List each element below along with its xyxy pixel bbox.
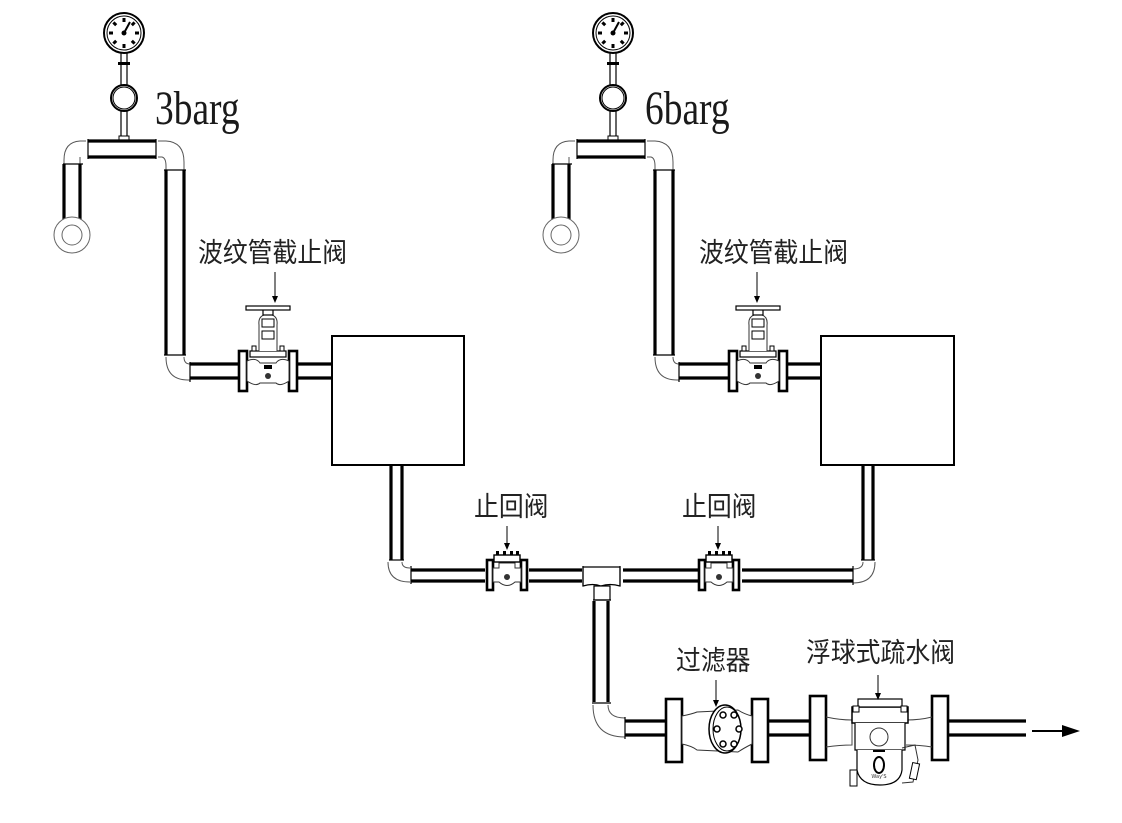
pressure-label-right: 6barg <box>645 82 730 135</box>
bellows-valve-label-left: 波纹管截止阀 <box>198 238 348 269</box>
header-pipe <box>542 139 730 382</box>
bellows-globe-valve-icon <box>237 304 299 393</box>
pressure-label-left: 3barg <box>155 82 240 135</box>
gauge-siphon-pipe <box>599 53 627 142</box>
steam-equipment-box-right <box>820 335 955 466</box>
check-valve-icon <box>485 549 529 592</box>
condensate-outlet-line: Way'S <box>582 566 1080 787</box>
right-steam-line <box>542 11 955 592</box>
left-steam-line <box>53 11 582 592</box>
tee-fitting <box>582 566 621 587</box>
flow-direction-arrow-icon <box>1032 725 1080 737</box>
pressure-gauge-icon <box>102 11 146 55</box>
pressure-gauge-icon <box>591 11 635 55</box>
check-valve-label-left: 止回阀 <box>474 492 549 523</box>
strainer-icon <box>664 697 770 764</box>
float-steam-trap-icon: Way'S <box>808 694 950 787</box>
check-valve-icon <box>697 549 741 592</box>
header-pipe <box>53 139 240 382</box>
gauge-siphon-pipe <box>110 53 138 142</box>
float-trap-label: 浮球式疏水阀 <box>806 638 956 669</box>
bellows-valve-label-right: 波纹管截止阀 <box>699 238 849 269</box>
check-valve-label-right: 止回阀 <box>682 492 757 523</box>
steam-equipment-box-left <box>331 335 465 466</box>
strainer-label: 过滤器 <box>676 646 751 677</box>
bellows-globe-valve-icon <box>727 304 789 393</box>
trap-brand-mark: Way'S <box>871 774 886 780</box>
